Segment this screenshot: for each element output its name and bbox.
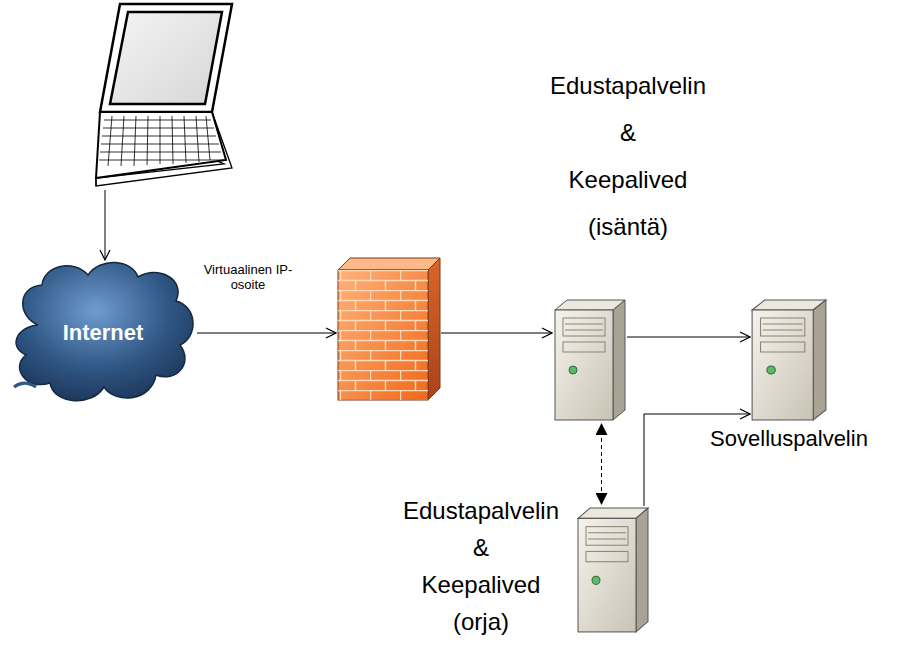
wire [441,333,552,334]
server-node: Edustapalvelin & Keepalived (orja) [576,506,650,634]
server-icon [750,298,828,422]
server-heading: Edustapalvelin & Keepalived (isäntä) [533,62,723,250]
connector [601,424,602,504]
connector [627,337,750,338]
wire [105,190,106,260]
firewall-icon [338,258,440,400]
laptop-icon [96,4,232,186]
wire [197,333,336,334]
wire-label: Virtuaalinen IP-osoite [198,262,298,292]
server-heading: Edustapalvelin & Keepalived (orja) [386,492,576,640]
server-node: Sovelluspalvelin [750,298,828,422]
server-icon [553,298,627,422]
server-label: Sovelluspalvelin [710,426,868,452]
cloud-node: Internet [8,255,198,410]
server-node: Edustapalvelin & Keepalived (isäntä) [553,298,627,422]
cloud-label: Internet [8,320,198,346]
server-icon [576,506,650,634]
